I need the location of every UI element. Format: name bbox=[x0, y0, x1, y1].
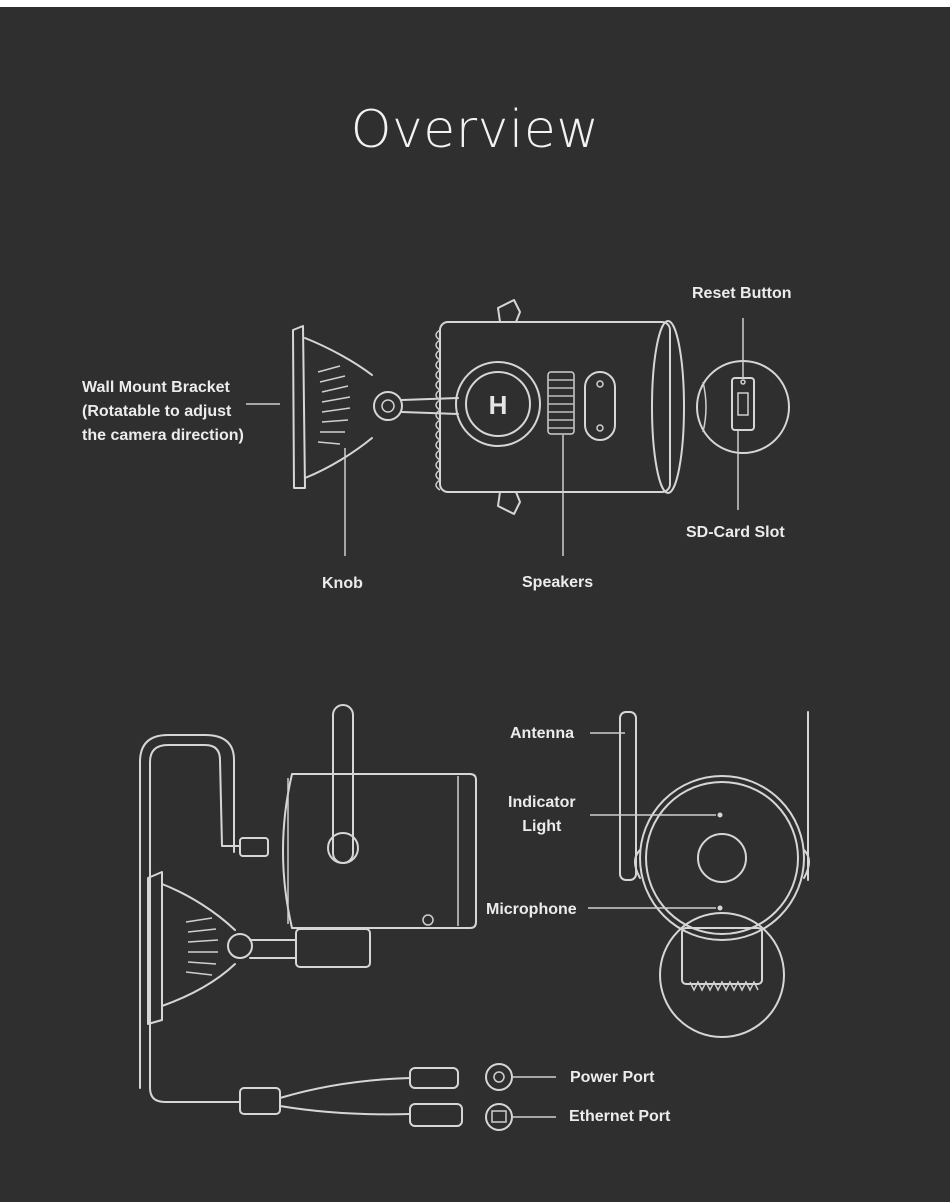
logo-disc bbox=[455, 361, 541, 447]
cable-splitter bbox=[239, 1087, 281, 1115]
bracket-ribs bbox=[317, 365, 351, 445]
lens bbox=[697, 833, 747, 883]
label-ethernet-port: Ethernet Port bbox=[569, 1108, 671, 1125]
label-sd-card-slot: SD-Card Slot bbox=[686, 524, 785, 541]
camera-side-view bbox=[139, 704, 556, 1131]
slot-cover bbox=[584, 371, 616, 441]
microphone-dot bbox=[717, 905, 723, 911]
camera-front-view bbox=[588, 711, 810, 1038]
mount-arm bbox=[295, 928, 371, 968]
front-bracket bbox=[659, 912, 785, 1038]
indicator-light-dot bbox=[717, 812, 723, 818]
ethernet-port-icon bbox=[485, 1103, 513, 1131]
camera-body-side bbox=[282, 773, 477, 929]
ethernet-plug bbox=[409, 1103, 463, 1127]
label-power-port: Power Port bbox=[570, 1069, 655, 1086]
camera-top-view: H bbox=[246, 299, 790, 556]
label-indicator-light: Indicator Light bbox=[508, 794, 576, 835]
antenna-front-left bbox=[619, 711, 637, 881]
logo-mark: H bbox=[489, 390, 508, 420]
label-knob: Knob bbox=[322, 575, 363, 592]
antenna-side bbox=[332, 704, 354, 864]
page-title: Overview bbox=[350, 100, 600, 160]
label-antenna: Antenna bbox=[510, 725, 574, 742]
diagram-panel bbox=[0, 7, 950, 1202]
sd-card-slot bbox=[731, 377, 755, 431]
power-port-icon bbox=[485, 1063, 513, 1091]
label-wall-mount-bracket: Wall Mount Bracket (Rotatable to adjust … bbox=[82, 379, 244, 444]
label-speakers: Speakers bbox=[522, 574, 594, 591]
camera-head-front bbox=[639, 775, 805, 941]
camera-body-top bbox=[439, 321, 671, 493]
speaker-grille bbox=[547, 371, 575, 435]
knob-ball bbox=[373, 391, 403, 421]
label-microphone: Microphone bbox=[486, 901, 577, 918]
power-plug bbox=[409, 1067, 459, 1089]
label-reset-button: Reset Button bbox=[692, 285, 792, 302]
